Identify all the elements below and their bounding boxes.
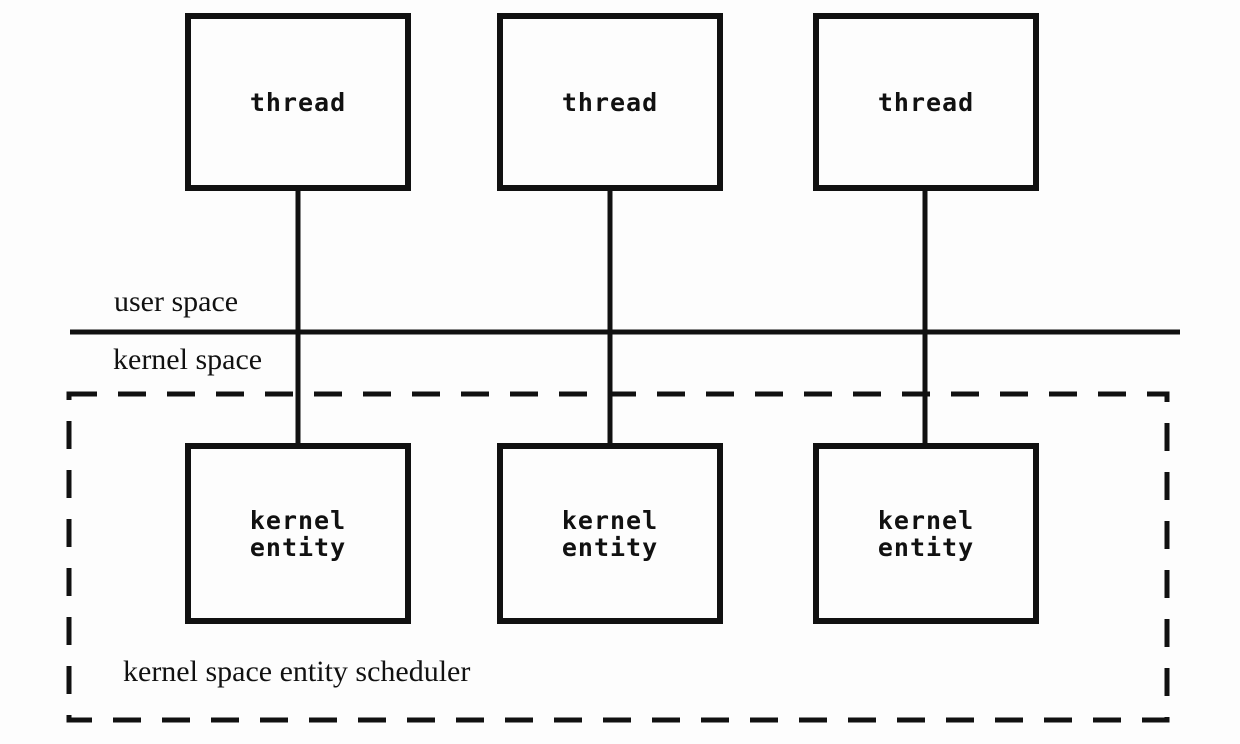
kernel-entity-label: kernel entity (249, 505, 347, 562)
kernel-space-label: kernel space (113, 343, 263, 376)
thread-box-1: thread (185, 13, 411, 191)
thread-label: thread (561, 87, 659, 117)
thread-box-3: thread (813, 13, 1039, 191)
thread-label: thread (877, 87, 975, 117)
kernel-entity-label: kernel entity (561, 505, 659, 562)
kernel-entity-box-2: kernel entity (497, 443, 723, 624)
kernel-entity-box-3: kernel entity (813, 443, 1039, 624)
scheduler-boundary (66, 391, 1170, 723)
thread-label: thread (249, 87, 347, 117)
kernel-entity-box-1: kernel entity (185, 443, 411, 624)
thread-box-2: thread (497, 13, 723, 191)
user-space-label: user space (114, 285, 239, 318)
scheduler-label: kernel space entity scheduler (123, 655, 471, 688)
kernel-entity-label: kernel entity (877, 505, 975, 562)
